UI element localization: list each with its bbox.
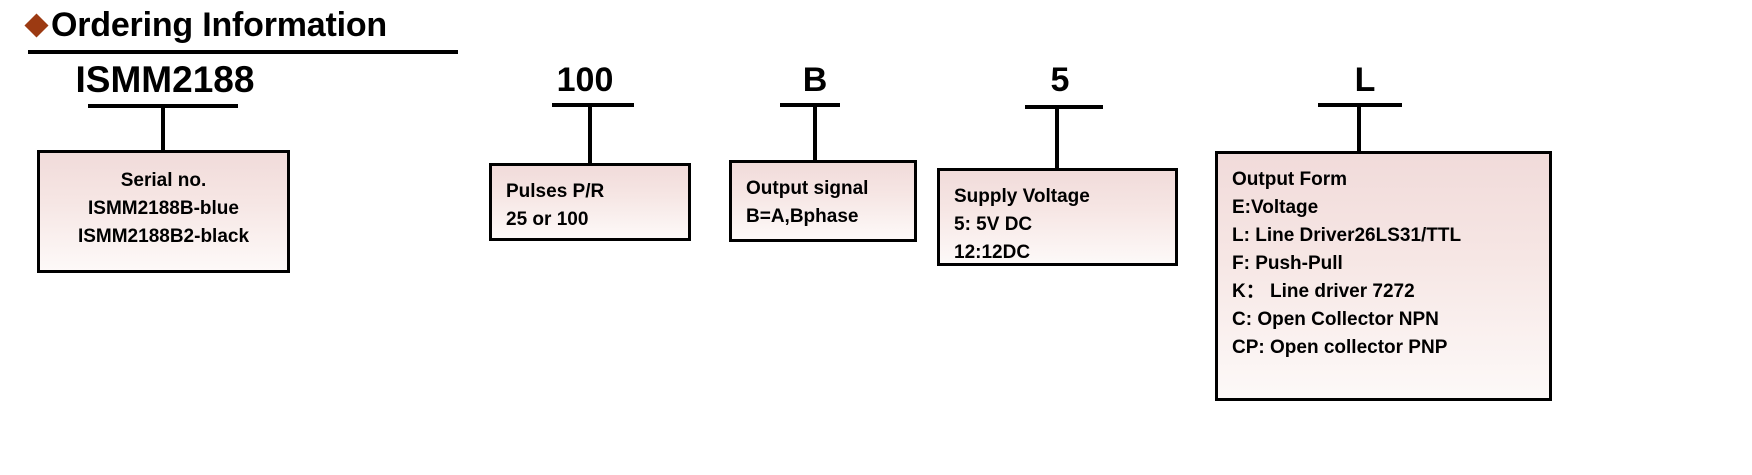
- page-title: Ordering Information: [24, 2, 388, 48]
- code-label-serial: ISMM2188: [75, 59, 255, 100]
- spec-line: Output signal: [746, 178, 869, 199]
- spec-line: F: Push-Pull: [1232, 252, 1343, 274]
- spec-line: Serial no.: [120, 170, 207, 191]
- spec-line: ISMM2188B2-black: [77, 225, 250, 247]
- connector-line-supply-voltage: [1055, 105, 1059, 170]
- spec-line: Supply Voltage: [954, 186, 1090, 207]
- spec-line: K： Line driver 7272: [1232, 280, 1415, 302]
- spec-line: 25 or 100: [506, 208, 589, 230]
- spec-line: E:Voltage: [1232, 196, 1319, 218]
- spec-box-output-signal: Output signal B=A,Bphase: [729, 160, 917, 242]
- connector-line-serial: [161, 104, 165, 152]
- connector-line-output-signal: [813, 103, 817, 162]
- code-label-supply-voltage: 5: [1050, 61, 1070, 99]
- spec-line: Pulses P/R: [506, 181, 605, 202]
- page-title-text: Ordering Information: [51, 6, 388, 44]
- code-label-output-signal: B: [802, 61, 828, 99]
- spec-box-serial: Serial no. ISMM2188B-blue ISMM2188B2-bla…: [37, 150, 290, 273]
- spec-line: ISMM2188B-blue: [88, 197, 239, 219]
- code-underline-output-signal: [780, 103, 840, 107]
- spec-line: L: Line Driver26LS31/TTL: [1232, 224, 1462, 246]
- title-underline-divider: [28, 50, 458, 54]
- code-label-pulses: 100: [556, 61, 614, 99]
- code-label-output-form: L: [1354, 61, 1376, 99]
- spec-box-output-form: Output Form E:Voltage L: Line Driver26LS…: [1215, 151, 1552, 401]
- code-underline-supply-voltage: [1025, 105, 1103, 109]
- spec-line: B=A,Bphase: [746, 205, 859, 227]
- spec-line: 12:12DC: [954, 241, 1031, 263]
- spec-line: CP: Open collector PNP: [1232, 336, 1448, 358]
- spec-box-supply-voltage: Supply Voltage 5: 5V DC 12:12DC: [937, 168, 1178, 266]
- diamond-bullet-icon: [24, 12, 49, 38]
- spec-line: Output Form: [1232, 169, 1348, 190]
- connector-line-pulses: [588, 103, 592, 165]
- spec-line: 5: 5V DC: [954, 213, 1033, 235]
- connector-line-output-form: [1357, 103, 1361, 153]
- spec-box-pulses: Pulses P/R 25 or 100: [489, 163, 691, 241]
- code-underline-pulses: [552, 103, 634, 107]
- spec-line: C: Open Collector NPN: [1232, 308, 1439, 330]
